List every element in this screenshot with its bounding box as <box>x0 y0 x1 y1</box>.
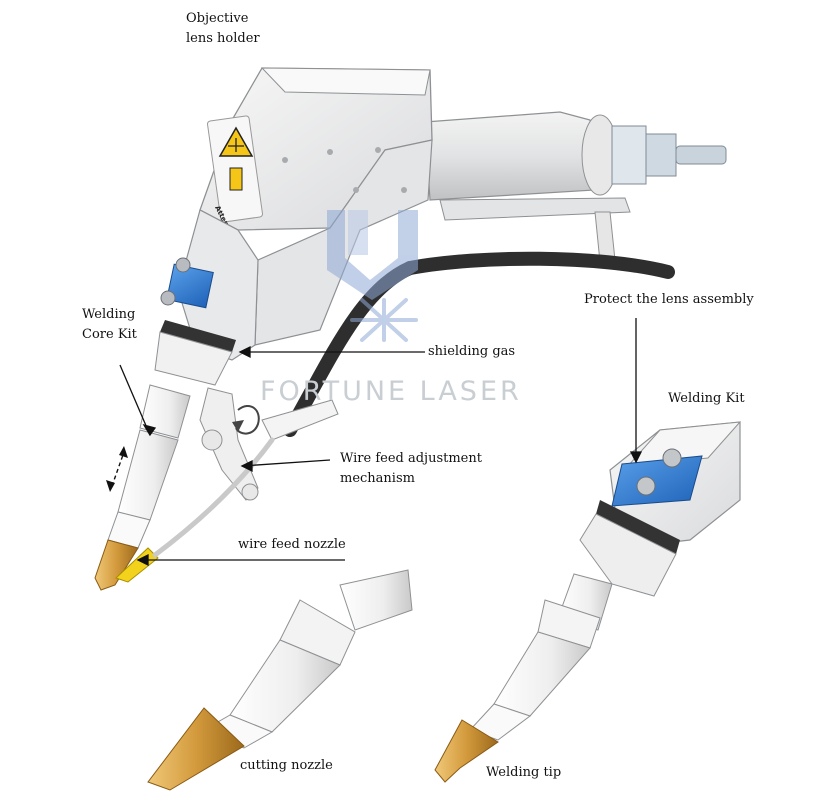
seal-band <box>160 320 236 352</box>
clamp-screw-bottom <box>160 290 176 306</box>
copper-welding-nozzle <box>94 539 139 591</box>
label-core-kit-line1: Welding <box>82 307 136 322</box>
welding-kit-tube <box>493 631 591 717</box>
gas-hose <box>403 251 675 279</box>
rotate-arrow-icon <box>235 405 260 435</box>
clamp-screw-top <box>175 257 191 273</box>
fiber-cable-end <box>675 145 727 165</box>
label-wire-feed-nozzle: wire feed nozzle <box>238 537 346 552</box>
core-lower <box>154 331 233 386</box>
label-wire-feed-adjustment: Wire feed adjustment mechanism <box>340 449 482 489</box>
cutting-nozzle-nut <box>339 569 413 631</box>
welding-kit-screw-top <box>662 448 682 468</box>
welding-kit <box>434 421 742 783</box>
welding-tip-copper <box>434 719 499 783</box>
label-core-kit-line2: Core Kit <box>82 327 137 342</box>
welding-kit-screw-bottom <box>636 476 656 496</box>
label-objective-line2: lens holder <box>186 31 260 46</box>
welding-kit-band <box>596 500 680 554</box>
leader-wire-feed <box>241 459 331 467</box>
fiber-connector-nut <box>645 133 677 177</box>
wire-guide-connector <box>261 399 339 441</box>
label-welding-tip: Welding tip <box>486 765 562 780</box>
watermark-logo <box>327 210 418 342</box>
core-nut <box>139 384 191 439</box>
label-wire-feed-line1: Wire feed adjustment <box>340 451 482 466</box>
label-objective-lens-holder: Objective lens holder <box>186 9 260 49</box>
adjust-range-arrow <box>106 446 128 492</box>
leader-lines <box>119 318 643 567</box>
watermark-text: FORTUNE LASER <box>260 376 522 407</box>
label-welding-core-kit: Welding Core Kit <box>82 305 137 345</box>
nozzle-tube <box>117 429 179 521</box>
lower-rail <box>439 197 631 221</box>
label-protect-lens-assembly: Protect the lens assembly <box>584 292 754 307</box>
cutting-nozzle-copper <box>147 707 245 791</box>
label-shielding-gas: shielding gas <box>428 344 516 359</box>
wire-feed-tube <box>152 437 275 558</box>
leader-core-kit <box>119 364 151 436</box>
label-wire-feed-line2: mechanism <box>340 471 415 486</box>
warning-sticker: Attention <box>206 115 264 241</box>
welding-kit-blue-clamp <box>611 455 703 507</box>
housing-top <box>260 67 431 96</box>
rear-barrel <box>424 111 596 201</box>
cutting-nozzle-closeup <box>147 569 413 791</box>
fiber-connector <box>611 125 647 185</box>
welding-kit-lower <box>579 513 677 597</box>
blue-clamp <box>166 263 214 309</box>
label-cutting-nozzle: cutting nozzle <box>240 758 333 773</box>
label-welding-kit: Welding Kit <box>668 391 745 406</box>
goggles-icon <box>229 167 243 191</box>
label-objective-line1: Objective <box>186 11 249 26</box>
